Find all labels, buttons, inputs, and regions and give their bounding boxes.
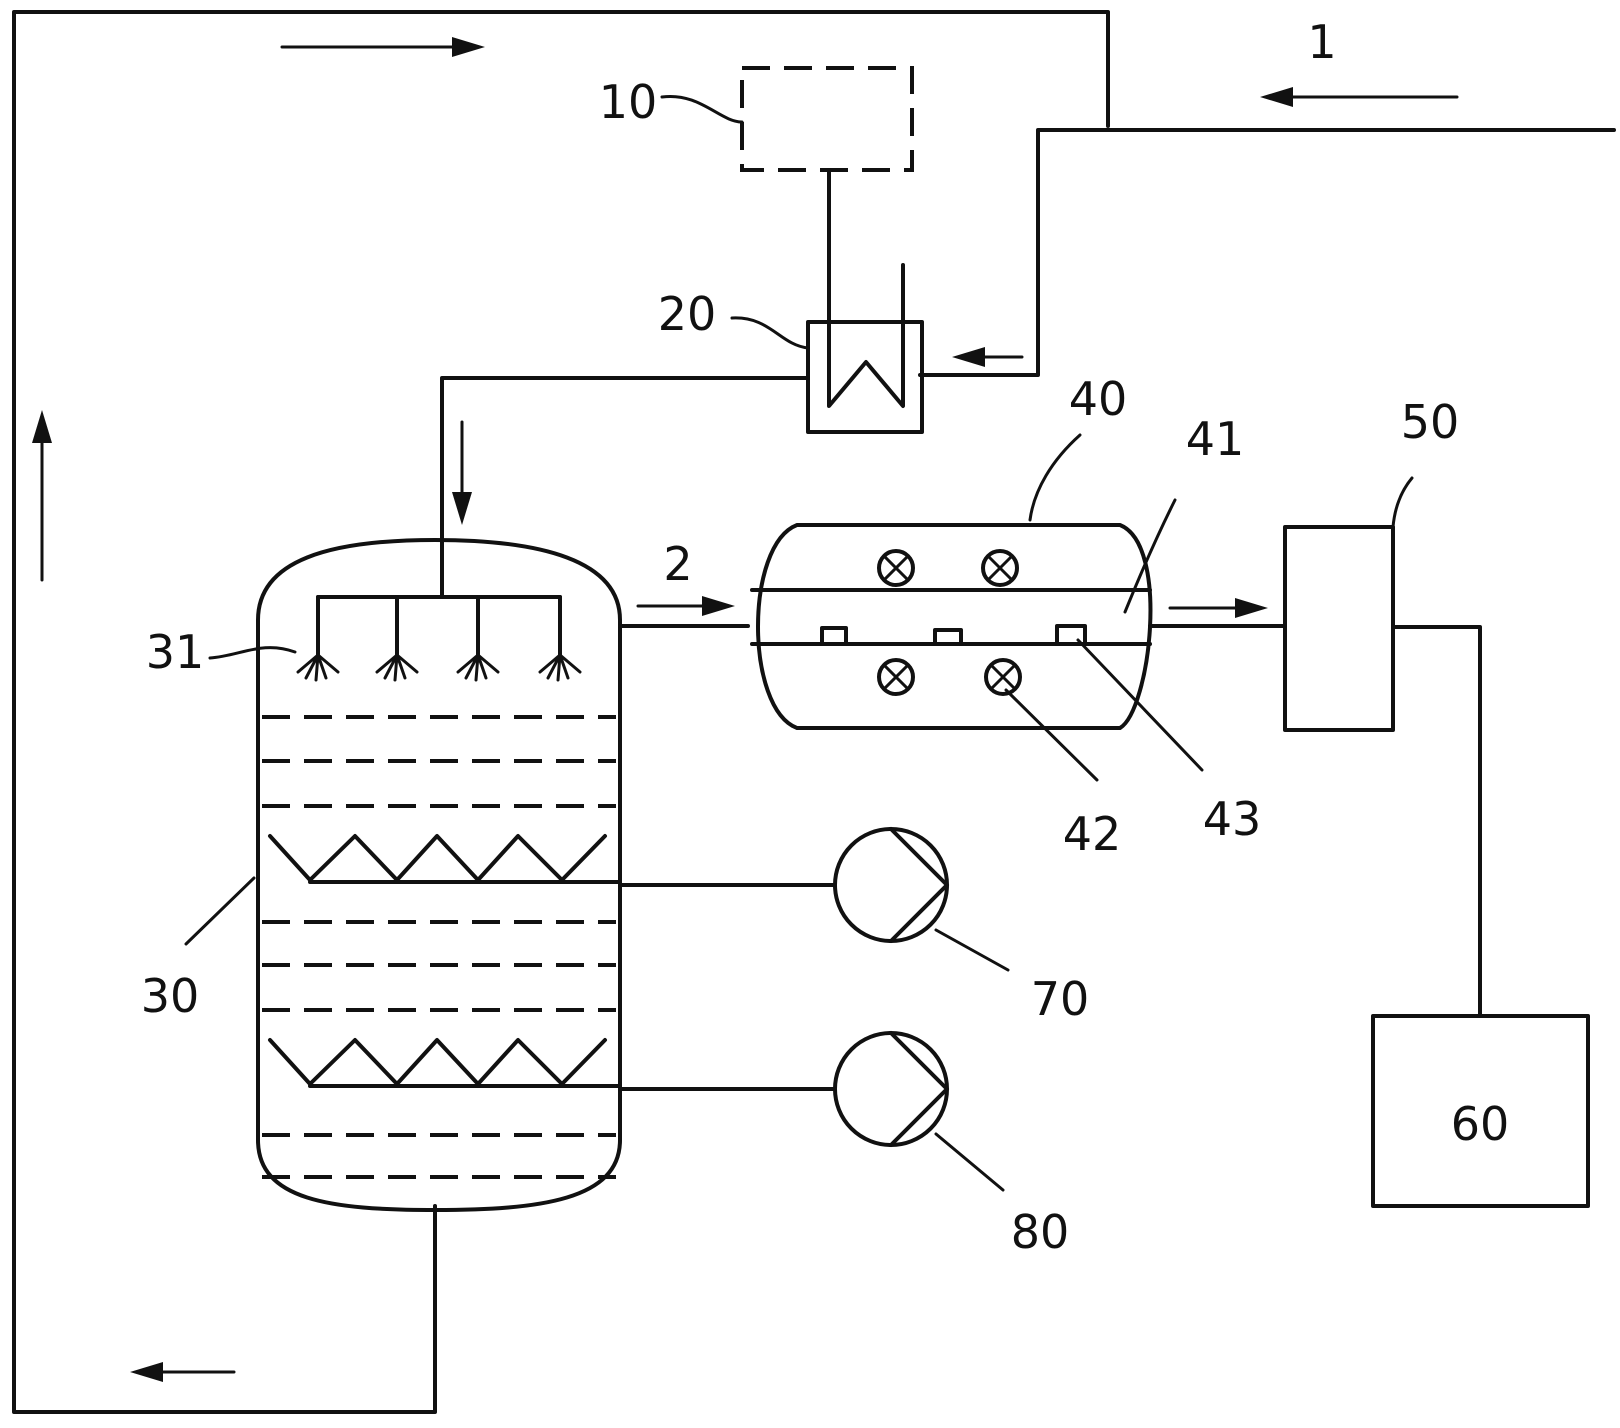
recirculation-loop: [12, 10, 1110, 1414]
label-unit-70: 70: [1031, 972, 1090, 1026]
arrow-left-up-head: [32, 410, 52, 443]
label-unit-31: 31: [146, 625, 205, 679]
vessel-40-sensors-43: [820, 624, 1087, 646]
unit-20-heat-exchanger: 20: [658, 263, 924, 434]
vessel-40-lower-valves-42: [877, 658, 1022, 696]
spray-nozzles-31: [296, 653, 582, 682]
stream-2: 2: [618, 537, 750, 628]
label-unit-42: 42: [1063, 807, 1122, 861]
unit-10-dashed-box: 10: [599, 66, 914, 322]
label-unit-80: 80: [1011, 1205, 1070, 1259]
pipe-20-to-30: [440, 376, 810, 598]
label-unit-20: 20: [658, 287, 717, 341]
column-30: 31 30: [141, 538, 622, 1212]
unit-60: 60: [1371, 1014, 1590, 1208]
label-unit-60: 60: [1451, 1097, 1510, 1151]
vessel-40-upper-valves: [877, 549, 1019, 587]
label-unit-50: 50: [1401, 395, 1460, 449]
label-unit-41: 41: [1186, 412, 1245, 466]
label-unit-30: 30: [141, 969, 200, 1023]
label-flow-in: 1: [1307, 15, 1336, 69]
pipe-50-to-60: [1391, 625, 1482, 1018]
label-flow-out: 2: [663, 537, 692, 591]
label-unit-10: 10: [599, 75, 658, 129]
label-unit-43: 43: [1203, 792, 1262, 846]
label-unit-40: 40: [1069, 372, 1128, 426]
arrow-40-50-head: [1235, 598, 1268, 618]
arrow-bottom-left-head: [130, 1362, 163, 1382]
arrow-down-head: [452, 492, 472, 525]
arrow-top-right-head: [452, 37, 485, 57]
unit-50: 50: [1283, 395, 1460, 732]
pump-80: 80: [618, 1031, 1070, 1259]
vessel-40: 40 41 42 43: [750, 372, 1262, 861]
feed-stream-1: 1: [918, 15, 1616, 377]
pump-70: 70: [618, 827, 1090, 1026]
